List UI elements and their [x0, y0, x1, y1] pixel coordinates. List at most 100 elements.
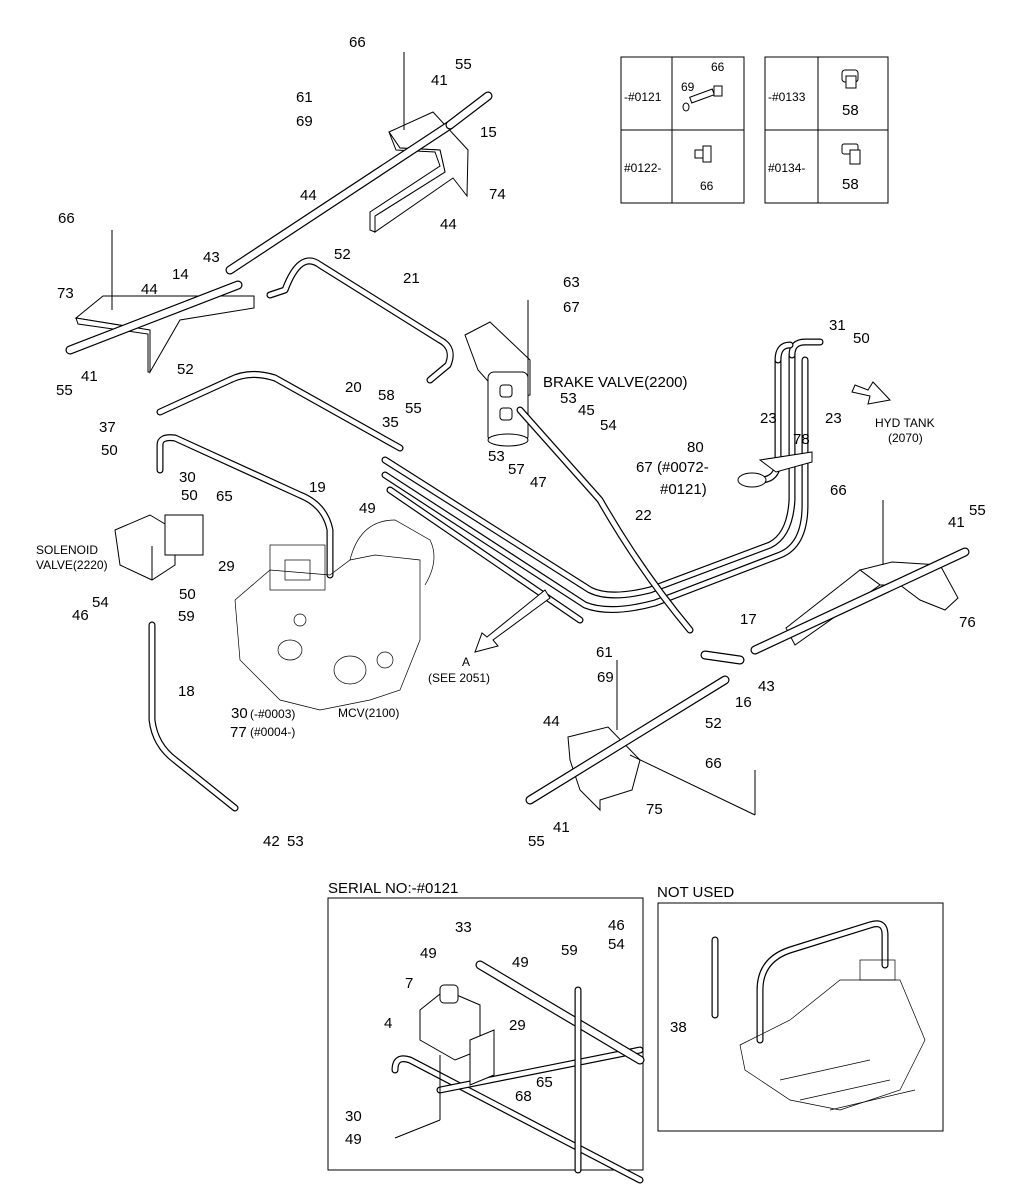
part-number-7: 7 [405, 975, 413, 992]
elbow-fitting-icon [841, 69, 861, 165]
part-number-52: 52 [177, 361, 194, 378]
part-number-46: 46 [72, 607, 89, 624]
bracket-78 [737, 451, 813, 488]
caption-hyd-tank: HYD TANK [875, 416, 935, 430]
part-number-30: 30 [179, 469, 196, 486]
bracket-74 [369, 52, 469, 233]
part-number-66: 66 [705, 755, 722, 772]
part-number-15: 15 [480, 124, 497, 141]
part-number-55: 55 [528, 833, 545, 850]
part-number-75: 75 [646, 801, 663, 818]
part-number-63: 63 [563, 274, 580, 291]
serial-cell: -#0133 [768, 90, 806, 104]
bracket-73 [74, 230, 255, 374]
pipe-to-hose-17 [516, 406, 694, 634]
part-number-44: 44 [440, 216, 457, 233]
part-number-33: 33 [455, 919, 472, 936]
part-number-35: 35 [382, 414, 399, 431]
part-number-68: 68 [515, 1088, 532, 1105]
part-number-50: 50 [181, 487, 198, 504]
leader-66d [629, 754, 756, 816]
part-number: 69 [681, 80, 695, 94]
inset-serial: SERIAL NO:-#0121 [327, 880, 645, 1184]
caption-serial-67a: (#0072- [657, 459, 709, 476]
part-number-58: 58 [378, 387, 395, 404]
part-number-77: 77 [230, 724, 247, 741]
part-number-38: 38 [670, 1019, 687, 1036]
part-number-69: 69 [296, 113, 313, 130]
part-number-50: 50 [101, 442, 118, 459]
part-number-76: 76 [959, 614, 976, 631]
part-number-53: 53 [287, 833, 304, 850]
part-number-30: 30 [345, 1108, 362, 1125]
part-number-20: 20 [345, 379, 362, 396]
hose-18 [148, 621, 239, 812]
part-number-14: 14 [172, 266, 189, 283]
part-number-30: 30 [231, 705, 248, 722]
bolt-part-icon [682, 85, 723, 163]
part-number-41: 41 [431, 72, 448, 89]
part-number-50: 50 [853, 330, 870, 347]
serial-table-left: -#0121 #0122- 69 66 66 [620, 56, 745, 204]
part-number-42: 42 [263, 833, 280, 850]
part-number-65: 65 [216, 488, 233, 505]
part-number-53: 53 [560, 390, 577, 407]
caption-see-a: A [462, 655, 470, 669]
part-number-19: 19 [309, 479, 326, 496]
part-number-78: 78 [793, 431, 810, 448]
part-number-31: 31 [829, 317, 846, 334]
caption-solenoid: SOLENOID [36, 543, 98, 557]
part-number-17: 17 [740, 611, 757, 628]
part-number-49: 49 [512, 954, 529, 971]
part-number-16: 16 [735, 694, 752, 711]
caption-see-a-ref: (SEE 2051) [428, 671, 490, 685]
part-number: 66 [700, 179, 714, 193]
part-number-47: 47 [530, 474, 547, 491]
part-number-21: 21 [403, 270, 420, 287]
caption-brake-valve: BRAKE VALVE(2200) [543, 374, 688, 391]
part-number-61: 61 [596, 644, 613, 661]
inset-title: NOT USED [657, 884, 734, 901]
part-number-54: 54 [92, 594, 109, 611]
part-number: 58 [842, 176, 859, 193]
part-number-23: 23 [825, 410, 842, 427]
part-number-80: 80 [687, 439, 704, 456]
part-number-44: 44 [543, 713, 560, 730]
hose-17 [750, 547, 970, 655]
part-number-59: 59 [178, 608, 195, 625]
hose-14 [65, 280, 243, 355]
part-number-52: 52 [705, 715, 722, 732]
pipe-bundle-22 [381, 338, 824, 624]
part-number-55: 55 [969, 502, 986, 519]
part-number-55: 55 [56, 382, 73, 399]
part-number-44: 44 [300, 187, 317, 204]
arrow-to-see-a [474, 589, 551, 653]
serial-cell: -#0121 [624, 90, 662, 104]
pipe-21 [266, 257, 454, 384]
part-number-18: 18 [178, 683, 195, 700]
part-number-43: 43 [203, 249, 220, 266]
caption-serial-77: (#0004-) [250, 725, 295, 739]
part-number-49: 49 [345, 1131, 362, 1148]
inset-title: SERIAL NO:-#0121 [328, 880, 458, 897]
part-number-43: 43 [758, 678, 775, 695]
part-number-45: 45 [578, 402, 595, 419]
part-number-55: 55 [455, 56, 472, 73]
part-number-54: 54 [600, 417, 617, 434]
part-number-66: 66 [349, 34, 366, 51]
part-number-74: 74 [489, 186, 506, 203]
part-number-41: 41 [81, 368, 98, 385]
serial-cell: #0134- [768, 161, 805, 175]
inset-not-used: NOT USED [657, 884, 944, 1132]
part-number-46: 46 [608, 917, 625, 934]
part-number-59: 59 [561, 942, 578, 959]
arrow-to-hyd-tank [851, 381, 891, 405]
part-number-22: 22 [635, 507, 652, 524]
part-number-66: 66 [58, 210, 75, 227]
part-number-29: 29 [218, 558, 235, 575]
part-number-23: 23 [760, 410, 777, 427]
part-number-53: 53 [488, 448, 505, 465]
part-number-57: 57 [508, 461, 525, 478]
